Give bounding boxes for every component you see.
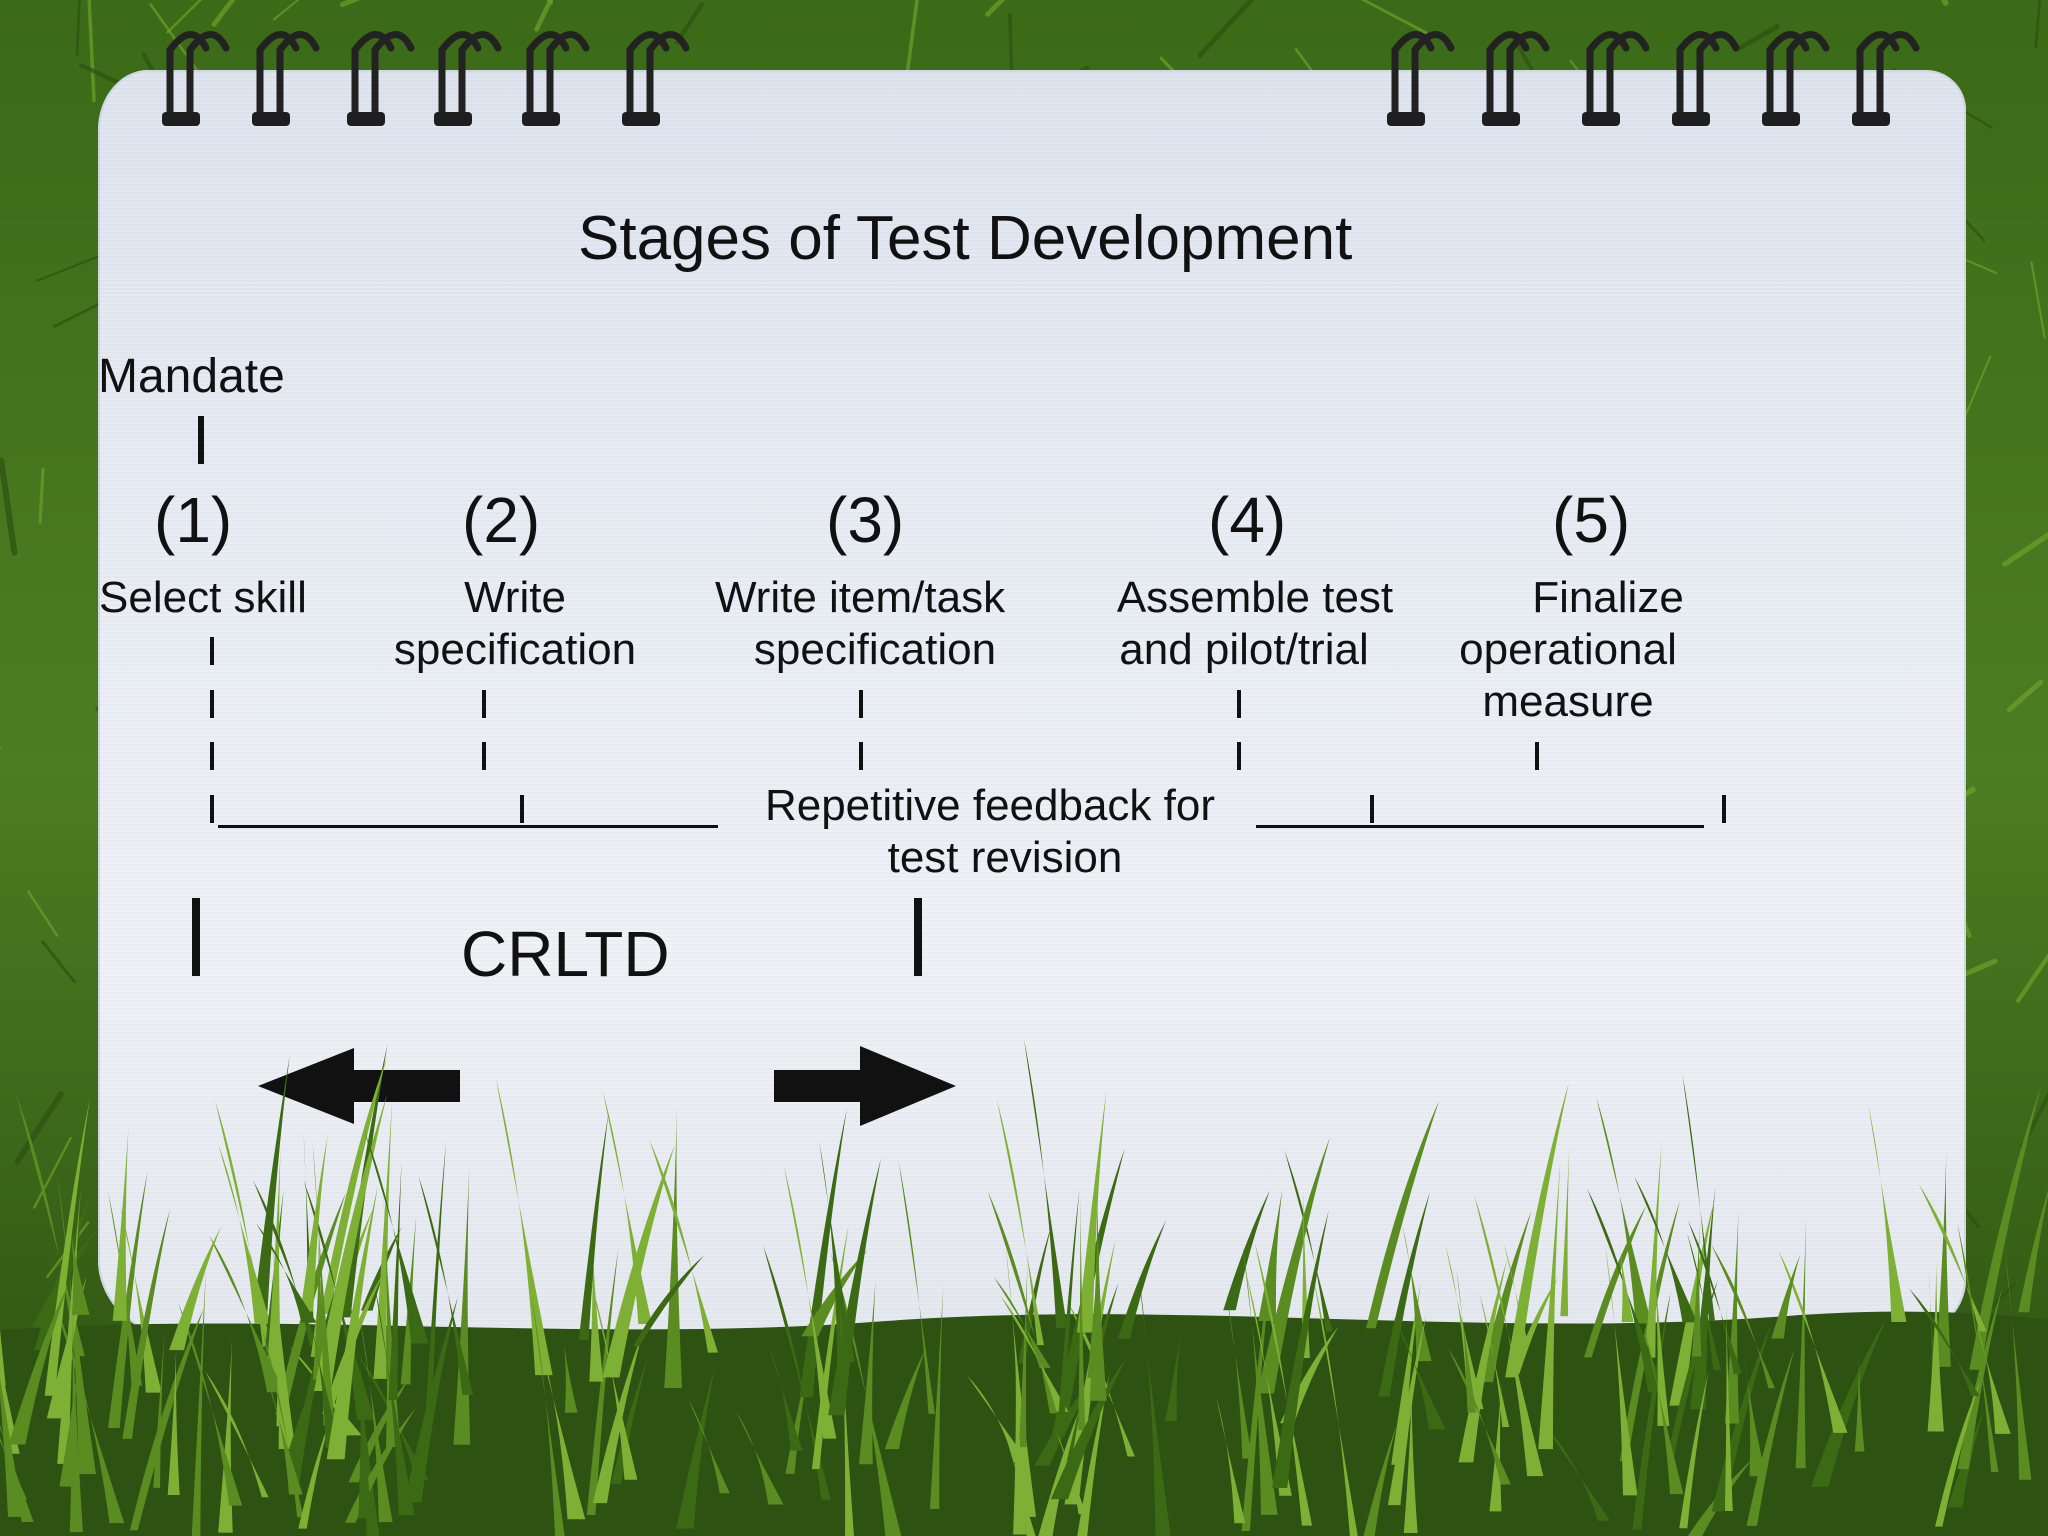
grass-blade [1360, 0, 1428, 35]
connector-3a [859, 690, 863, 718]
connector-1a [210, 637, 214, 665]
stage-label-4: Assemble test and pilot/trial [1095, 572, 1415, 676]
stage-label-2-line-2: specification [393, 625, 637, 674]
grass-blade [272, 0, 300, 21]
mandate-connector [198, 416, 204, 464]
grass-blade [36, 255, 101, 282]
spiral-ring [252, 31, 320, 126]
stage-number-3: (3) [826, 484, 905, 556]
grass-blade [2034, 0, 2042, 49]
connector-5a [1535, 742, 1539, 770]
feedback-line-left [218, 825, 718, 828]
spiral-ring [162, 31, 230, 126]
connector-2c [520, 795, 524, 823]
arrow-right-icon [774, 1046, 956, 1126]
grass-blade [166, 0, 203, 34]
feedback-label: Repetitive feedback for test revision [730, 780, 1250, 884]
stage-label-2: Write specification [380, 572, 650, 676]
connector-1b [210, 690, 214, 718]
crltd-bracket-left [192, 898, 200, 976]
arrow-left-icon [258, 1048, 460, 1124]
spiral-ring [522, 31, 590, 126]
spiral-ring [1387, 31, 1455, 126]
grass-blade [534, 0, 554, 32]
stage-label-5-line-2: operational [1459, 625, 1677, 674]
stage-number-4: (4) [1208, 484, 1287, 556]
spiral-ring [622, 31, 690, 126]
connector-1d [210, 795, 214, 823]
crltd-bracket-right [914, 898, 922, 976]
feedback-line-right [1256, 825, 1704, 828]
grass-blade [1737, 24, 1780, 51]
grass-blade [0, 457, 18, 556]
grass-blade [211, 0, 236, 27]
stage-label-3-line-2: specification [753, 625, 997, 674]
stage-label-5-line-3: measure [1482, 677, 1654, 726]
grass-blade [985, 0, 1006, 17]
grass-blade [2002, 531, 2048, 567]
spiral-ring [1482, 31, 1550, 126]
stage-number-2: (2) [462, 484, 541, 556]
grass-blade [2006, 679, 2044, 713]
stage-label-4-line-1: Assemble test [1116, 573, 1394, 622]
spiral-ring [347, 31, 415, 126]
stage-label-3: Write item/task specification [690, 572, 1030, 676]
stage-number-1: (1) [154, 484, 233, 556]
grass-blade [27, 890, 59, 937]
grass-blade [38, 467, 45, 524]
grass-blade [2030, 261, 2046, 339]
stage-label-4-line-2: and pilot/trial [1119, 625, 1369, 674]
connector-5b [1722, 795, 1726, 823]
grass-blade [1197, 0, 1255, 58]
grass-blade [1008, 13, 1014, 82]
feedback-line-2: test revision [887, 833, 1123, 882]
mandate-label: Mandate [98, 350, 285, 403]
stage-label-2-line-1: Write [464, 573, 566, 622]
connector-4c [1370, 795, 1374, 823]
spiral-ring [1852, 31, 1920, 126]
stage-number-5: (5) [1552, 484, 1631, 556]
stage-label-1-line-1: Select skill [99, 573, 307, 622]
spiral-ring [1582, 31, 1650, 126]
spiral-ring [1672, 31, 1740, 126]
stage-label-5: Finalize operational measure [1418, 572, 1718, 728]
grass-blade [87, 0, 96, 103]
stage-label-3-line-1: Write item/task [714, 573, 1006, 622]
page-title: Stages of Test Development [578, 204, 1353, 273]
spiral-ring [1762, 31, 1830, 126]
grass-blade [75, 0, 81, 56]
spiral-ring [434, 31, 502, 126]
connector-4a [1237, 690, 1241, 718]
grass-blade [41, 940, 76, 983]
connector-2b [482, 742, 486, 770]
stage-label-1: Select skill [99, 572, 307, 624]
connector-2a [482, 690, 486, 718]
feedback-line-1: Repetitive feedback for [764, 781, 1216, 830]
crltd-label: CRLTD [461, 918, 670, 990]
stage-label-5-line-1: Finalize [1532, 573, 1684, 622]
connector-3b [859, 742, 863, 770]
connector-1c [210, 742, 214, 770]
connector-4b [1237, 742, 1241, 770]
grass-blade [2016, 952, 2048, 1003]
